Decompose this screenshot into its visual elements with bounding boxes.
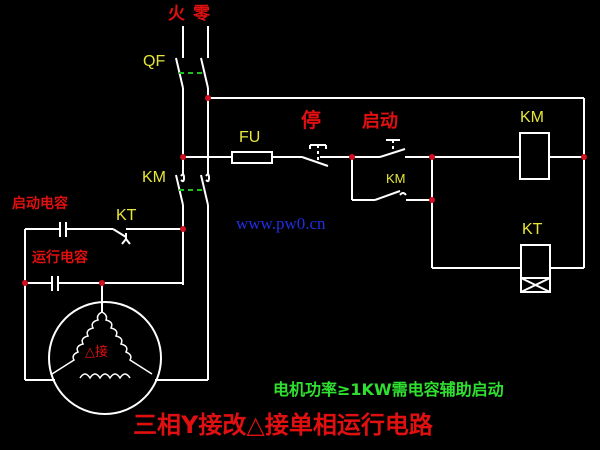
label-delta: △接 [85, 345, 108, 360]
label-km-coil: KM [520, 109, 544, 126]
km-aux-contact [374, 190, 401, 201]
label-run-capacitor: 运行电容 [32, 250, 88, 266]
km-coil [519, 132, 550, 180]
stop-contact [301, 156, 329, 167]
watermark: www.pw0.cn [236, 214, 326, 233]
label-live: 火 [168, 4, 185, 24]
km-main-neutral [200, 174, 209, 206]
label-qf: QF [143, 53, 166, 70]
kt-coil [520, 244, 551, 279]
title: 三相Y接改△接单相运行电路 [133, 411, 433, 439]
label-fu: FU [239, 129, 261, 146]
label-kt-contact: KT [116, 207, 137, 224]
label-neutral: 零 [193, 4, 210, 24]
start-contact [379, 148, 406, 158]
kt-contact [112, 228, 127, 238]
fuse-fu [231, 151, 273, 164]
label-start: 启动 [362, 111, 398, 132]
motor [48, 301, 162, 415]
label-km-main: KM [142, 169, 166, 186]
note: 电机功率≥1KW需电容辅助启动 [273, 380, 504, 399]
label-stop: 停 [301, 108, 321, 132]
label-kt-coil: KT [522, 221, 543, 238]
qf-blade-neutral [200, 57, 209, 89]
label-km-aux: KM [386, 171, 406, 186]
label-start-capacitor: 启动电容 [12, 196, 68, 212]
